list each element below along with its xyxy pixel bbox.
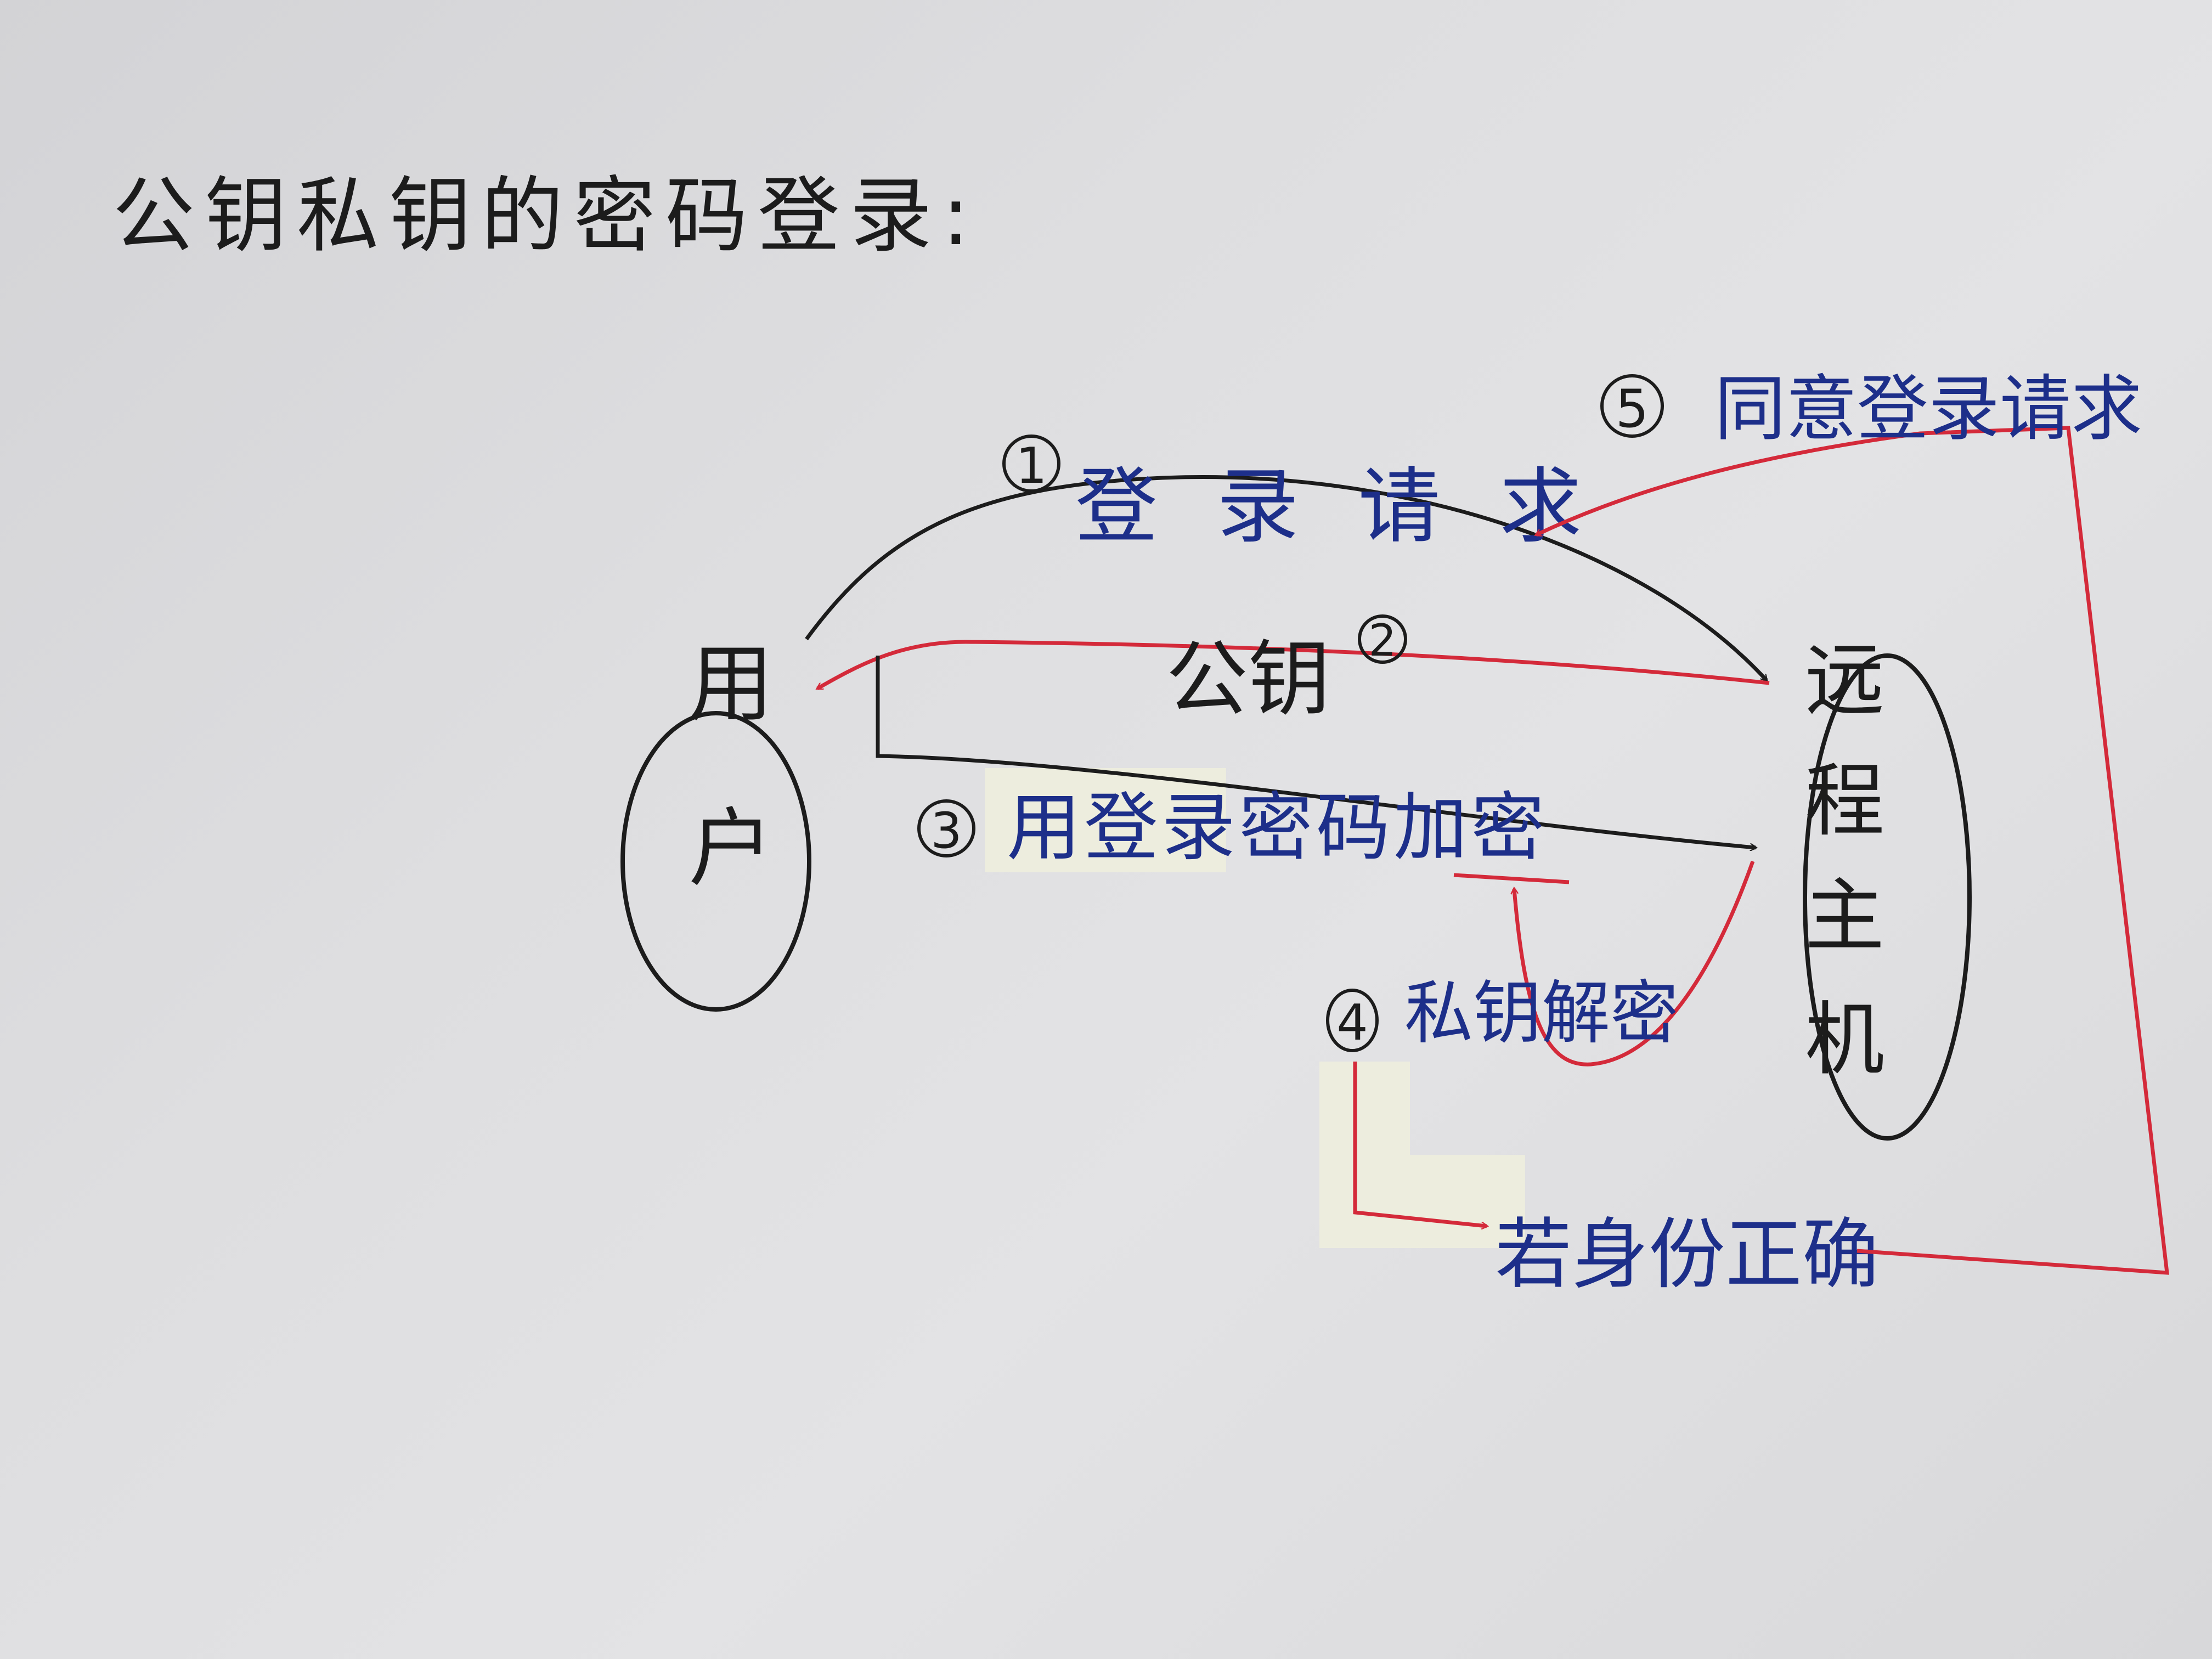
step3-arrow — [876, 656, 1756, 848]
step3-number: 3 — [930, 802, 962, 860]
step5-label: 同意登录请求 — [1714, 367, 2142, 450]
condition-label: 若身份正确 — [1495, 1210, 1879, 1300]
tape-piece — [985, 768, 1226, 872]
user-node — [620, 711, 811, 1012]
host-label-2: 程 — [1805, 755, 1884, 848]
step2-label: 公钥 — [1166, 632, 1330, 727]
step1-marker — [1002, 435, 1060, 493]
host-label-4: 机 — [1805, 994, 1884, 1086]
step1-arrow — [805, 475, 1767, 680]
step4-number: 4 — [1336, 994, 1368, 1052]
user-label-1: 用 — [689, 634, 774, 733]
step2-number: 2 — [1369, 615, 1397, 666]
step3-underline — [1453, 873, 1570, 884]
step2-arrow — [817, 640, 1770, 691]
step1-number: 1 — [1015, 437, 1047, 495]
step4-arrow — [1514, 860, 1755, 1066]
tape-piece — [1319, 1062, 1525, 1248]
step1-label: 登 录 请 求 — [1075, 459, 1598, 555]
host-label-3: 主 — [1805, 870, 1884, 963]
user-label-2: 户 — [689, 799, 774, 898]
step5-arrow — [1536, 426, 2169, 1275]
step3-label: 用登录密码加密 — [1007, 785, 1548, 871]
step3-marker — [917, 799, 975, 857]
step4-marker — [1326, 989, 1379, 1052]
step4-label: 私钥解密 — [1404, 974, 1679, 1053]
step5-number: 5 — [1616, 379, 1649, 439]
step5-marker — [1600, 374, 1664, 438]
step2-marker — [1358, 614, 1407, 664]
host-node — [1803, 653, 1972, 1141]
host-label-1: 远 — [1805, 634, 1884, 727]
condition-arrow — [1353, 1062, 1487, 1226]
diagram-title: 公钥私钥的密码登录: — [112, 168, 980, 264]
